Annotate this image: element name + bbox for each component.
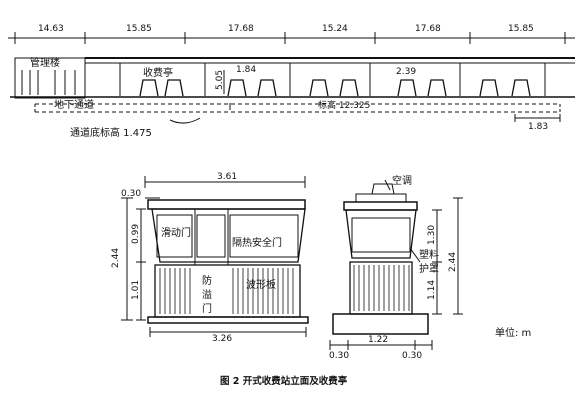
dim-height-total: 2.44 [111, 248, 121, 268]
dim-island-end: 1.83 [528, 122, 548, 132]
corrugated-lines [159, 268, 294, 314]
side-elevation-labels: 空调 塑料 护罩 1.30 1.14 2.44 0.30 1.22 0.30 [329, 174, 458, 361]
side-elevation [329, 179, 463, 350]
front-elevation-labels: 3.61 0.30 2.44 0.99 1.01 滑动门 隔热安全门 防 溢 门… [111, 172, 282, 344]
label-plastic-guard-1: 塑料 [419, 248, 439, 261]
top-elevation [8, 32, 575, 124]
dim-side-lower: 1.14 [427, 280, 437, 300]
toll-booths [139, 79, 531, 97]
side-corrugated-lines [353, 265, 410, 311]
dim-height: 5.05 [215, 70, 225, 90]
span-1: 14.63 [38, 24, 64, 34]
dim-side-upper: 1.30 [427, 225, 437, 245]
span-5: 17.68 [415, 24, 441, 34]
dim-side-mid: 1.22 [368, 335, 388, 345]
unit-label: 单位: m [495, 326, 531, 339]
dim-base-width: 3.26 [212, 334, 232, 344]
label-antiflood-door-3: 门 [202, 302, 212, 315]
label-passage-bottom-elevation: 通道底标高 1.475 [70, 126, 152, 139]
dim-top-offset: 0.30 [121, 189, 141, 199]
dim-total-width: 3.61 [217, 172, 237, 182]
dim-side-right: 0.30 [402, 351, 422, 361]
dim-island: 1.84 [236, 65, 256, 75]
label-antiflood-door-2: 溢 [202, 288, 212, 301]
label-fire-door: 隔热安全门 [232, 236, 282, 249]
label-underground-passage: 地下通道 [54, 98, 94, 111]
span-2: 15.85 [126, 24, 152, 34]
dim-side-left: 0.30 [329, 351, 349, 361]
label-antiflood-door-1: 防 [202, 274, 212, 287]
span-ticks [14, 32, 566, 44]
dim-lower: 1.01 [131, 280, 141, 300]
top-elevation-labels: 14.63 15.85 17.68 15.24 17.68 15.85 管理楼 … [30, 24, 548, 139]
dim-upper: 0.99 [131, 224, 141, 244]
label-elevation: 标高 12.325 [318, 99, 370, 111]
dim-side-total: 2.44 [448, 252, 458, 272]
dim-booth-w: 2.39 [396, 67, 416, 77]
span-3: 17.68 [228, 24, 254, 34]
span-4: 15.24 [322, 24, 348, 34]
label-toll-booth: 收费亭 [143, 66, 173, 79]
front-elevation [121, 176, 309, 337]
label-air-conditioner: 空调 [392, 174, 412, 187]
label-sliding-door: 滑动门 [161, 226, 191, 239]
label-plastic-guard-2: 护罩 [419, 262, 439, 275]
label-corrugated-board: 波形板 [246, 278, 276, 291]
span-6: 15.85 [508, 24, 534, 34]
label-management-building: 管理楼 [30, 56, 60, 69]
figure-caption: 图 2 开式收费站立面及收费亭 [220, 375, 348, 387]
